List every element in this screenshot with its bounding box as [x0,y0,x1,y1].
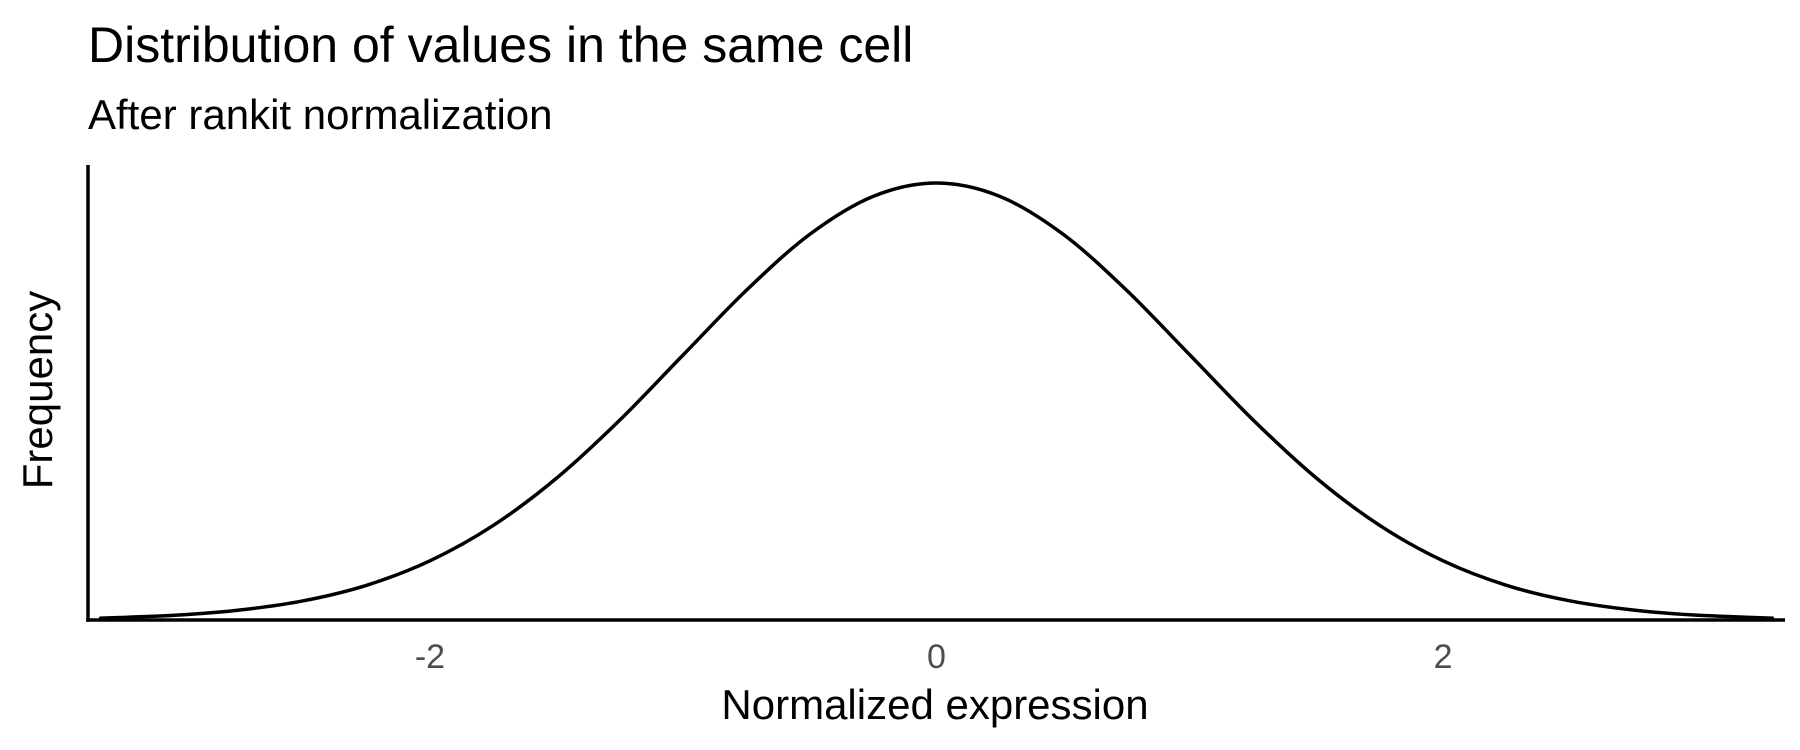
x-axis-label: Normalized expression [721,681,1148,728]
plot-area: -2 0 2 [86,165,1785,676]
y-axis-label: Frequency [14,291,61,489]
x-tick-label: 0 [927,638,946,676]
x-tick-label: -2 [415,638,445,676]
density-curve [98,181,1775,620]
x-tick-label: 2 [1434,638,1453,676]
chart-title: Distribution of values in the same cell [88,17,913,73]
chart-subtitle: After rankit normalization [88,91,553,138]
